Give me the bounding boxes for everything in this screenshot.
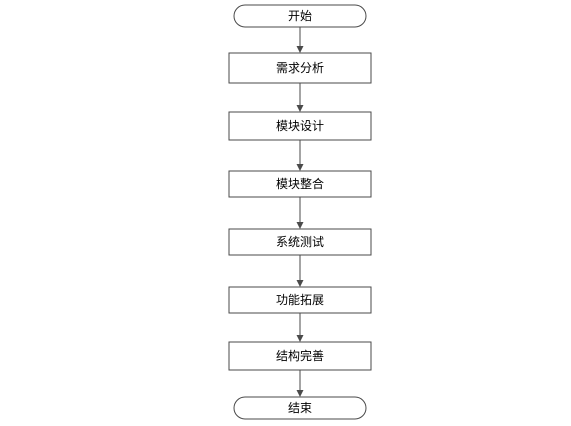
process-box — [228, 228, 372, 256]
process-box — [228, 286, 372, 314]
node-label: 系统测试 — [276, 234, 324, 249]
connector-system-testing-to-feature-extension — [296, 255, 304, 287]
node-structure-refinement: 结构完善 — [228, 341, 372, 371]
connector-requirements-analysis-to-module-design — [296, 83, 304, 112]
process-box — [228, 341, 372, 371]
node-module-integration: 模块整合 — [228, 170, 372, 198]
connector-feature-extension-to-structure-refinement — [296, 313, 304, 342]
node-system-testing: 系统测试 — [228, 228, 372, 256]
node-label: 功能拓展 — [276, 293, 324, 307]
arrowhead — [296, 46, 304, 53]
arrowhead — [296, 105, 304, 112]
process-box — [228, 111, 372, 141]
arrowhead — [296, 335, 304, 342]
node-end: 结束 — [233, 396, 367, 420]
process-box — [228, 52, 372, 84]
node-label: 需求分析 — [276, 61, 324, 75]
arrowhead — [296, 280, 304, 287]
node-label: 结束 — [288, 401, 312, 415]
node-label: 模块整合 — [276, 176, 324, 191]
arrowhead — [296, 164, 304, 171]
node-requirements-analysis: 需求分析 — [228, 52, 372, 84]
connector-module-integration-to-system-testing — [296, 197, 304, 229]
node-label: 开始 — [288, 9, 312, 23]
node-start: 开始 — [233, 4, 367, 28]
connector-start-to-requirements-analysis — [296, 27, 304, 53]
process-box — [228, 170, 372, 198]
connector-module-design-to-module-integration — [296, 140, 304, 171]
node-label: 模块设计 — [276, 119, 324, 133]
node-module-design: 模块设计 — [228, 111, 372, 141]
arrowhead — [296, 390, 304, 397]
connector-structure-refinement-to-end — [296, 370, 304, 397]
arrowhead — [296, 222, 304, 229]
terminal-shape — [233, 396, 367, 420]
node-label: 结构完善 — [276, 348, 324, 363]
terminal-shape — [233, 4, 367, 28]
node-feature-extension: 功能拓展 — [228, 286, 372, 314]
